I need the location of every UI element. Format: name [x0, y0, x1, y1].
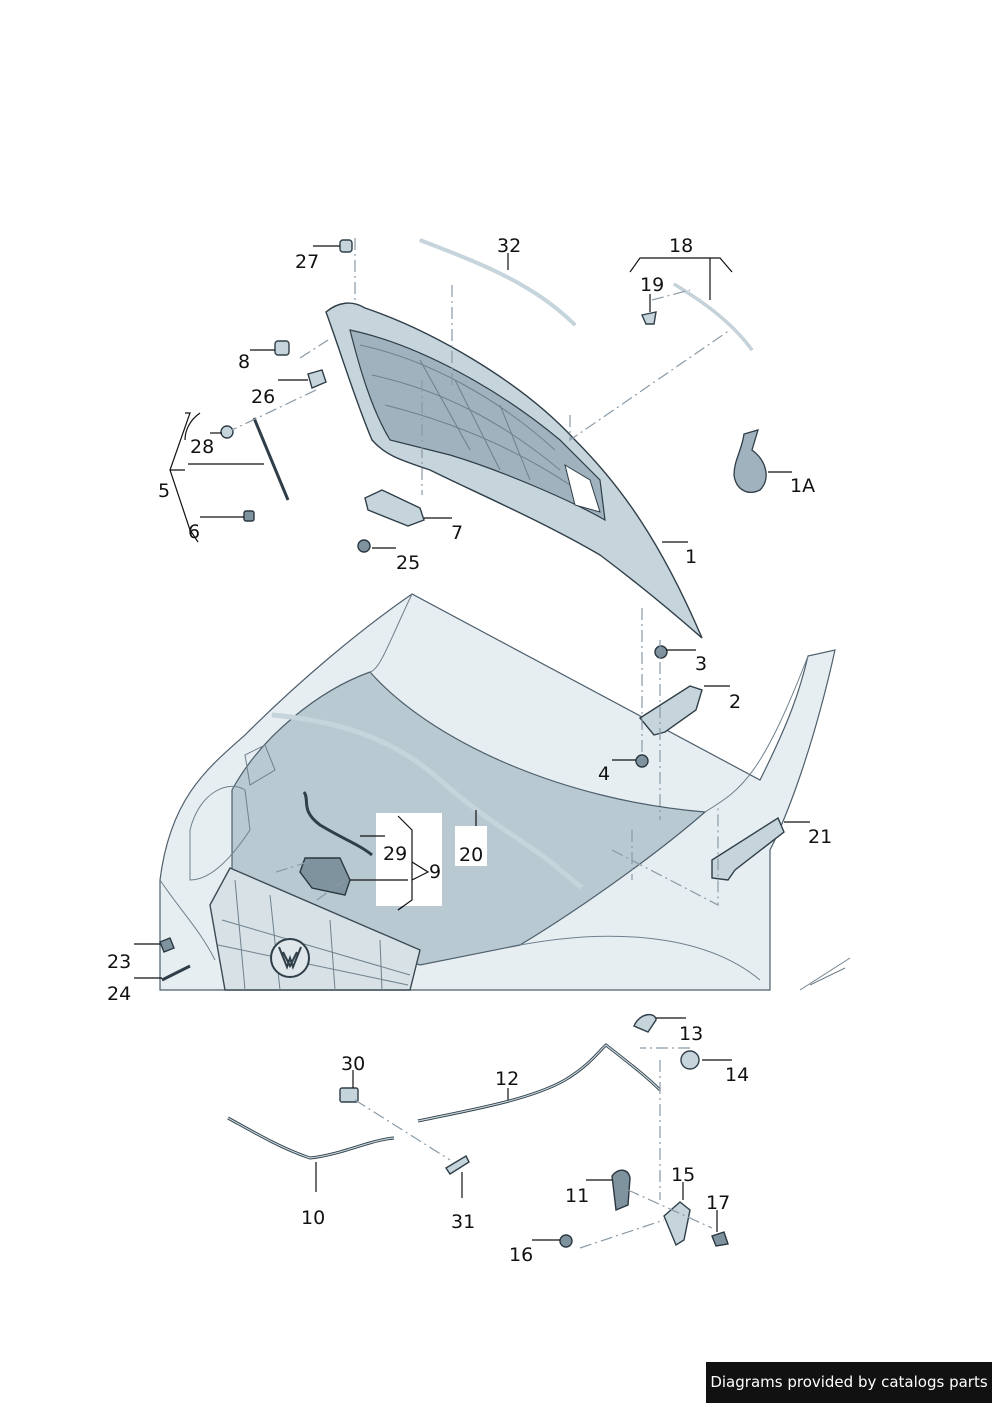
label-2: 2 — [729, 691, 741, 713]
part-18-seal — [673, 282, 754, 351]
label-32: 32 — [497, 235, 521, 257]
label-24: 24 — [107, 983, 131, 1005]
label-14: 14 — [725, 1064, 749, 1086]
label-7: 7 — [451, 522, 463, 544]
label-28: 28 — [190, 436, 214, 458]
assembly-lines — [231, 238, 731, 1249]
part-16-screw — [559, 1234, 573, 1248]
label-31: 31 — [451, 1211, 475, 1233]
part-13-cap — [633, 1013, 657, 1033]
label-10: 10 — [301, 1207, 325, 1229]
label-6: 6 — [188, 521, 200, 543]
label-11: 11 — [565, 1185, 589, 1207]
label-5: 5 — [158, 480, 170, 502]
label-9: 9 — [429, 861, 441, 883]
label-19: 19 — [640, 274, 664, 296]
part-10-cable — [227, 1116, 395, 1160]
label-30: 30 — [341, 1053, 365, 1075]
part-5-gas-strut — [252, 417, 290, 501]
credit-banner: Diagrams provided by catalogs parts — [706, 1362, 992, 1403]
part-17-clip — [711, 1231, 729, 1247]
part-15-lever — [663, 1201, 691, 1247]
part-labels: 27 32 18 19 8 26 28 5 6 1A 7 1 25 3 2 4 … — [107, 235, 832, 1266]
label-15: 15 — [671, 1164, 695, 1186]
label-1: 1 — [685, 546, 697, 568]
label-23: 23 — [107, 951, 131, 973]
label-8: 8 — [238, 351, 250, 373]
parts-diagram: 27 32 18 19 8 26 28 5 6 1A 7 1 25 3 2 4 … — [107, 235, 851, 1266]
part-26-stud — [307, 369, 327, 389]
part-6-clip — [243, 510, 255, 522]
part-19-clip — [641, 311, 657, 325]
label-13: 13 — [679, 1023, 703, 1045]
label-26: 26 — [251, 386, 275, 408]
part-8-buffer — [274, 340, 290, 356]
label-17: 17 — [706, 1192, 730, 1214]
label-12: 12 — [495, 1068, 519, 1090]
label-3: 3 — [695, 653, 707, 675]
engine-bay-recess — [231, 671, 707, 966]
label-29: 29 — [383, 843, 407, 865]
part-12-cable — [417, 1043, 662, 1123]
part-1A-bag — [733, 429, 767, 493]
label-18: 18 — [669, 235, 693, 257]
label-4: 4 — [598, 763, 610, 785]
label-1A: 1A — [790, 475, 815, 497]
label-25: 25 — [396, 552, 420, 574]
car-body-front — [159, 593, 851, 991]
part-7-striker — [364, 489, 425, 527]
part-3-nut — [654, 645, 668, 659]
part-4-nut — [635, 754, 649, 768]
part-24-bolt — [161, 964, 191, 982]
part-31-clip — [445, 1155, 470, 1175]
part-2-hinge — [638, 685, 703, 736]
hood — [325, 302, 703, 639]
part-28-clip — [220, 425, 234, 439]
label-21: 21 — [808, 826, 832, 848]
part-27-grommet — [339, 239, 353, 253]
part-25-bolt — [357, 539, 371, 553]
label-20: 20 — [459, 844, 483, 866]
label-16: 16 — [509, 1244, 533, 1266]
label-27: 27 — [295, 251, 319, 273]
vw-emblem-letters — [278, 946, 302, 970]
part-14-grommet — [680, 1050, 700, 1070]
part-30-clip — [339, 1087, 359, 1103]
callout-box-9 — [376, 813, 442, 906]
callout-box-20 — [455, 826, 487, 866]
leader-lines — [134, 245, 810, 1241]
part-23-bolt — [159, 937, 175, 953]
front-grille — [209, 867, 421, 991]
part-11-handle — [611, 1169, 631, 1212]
